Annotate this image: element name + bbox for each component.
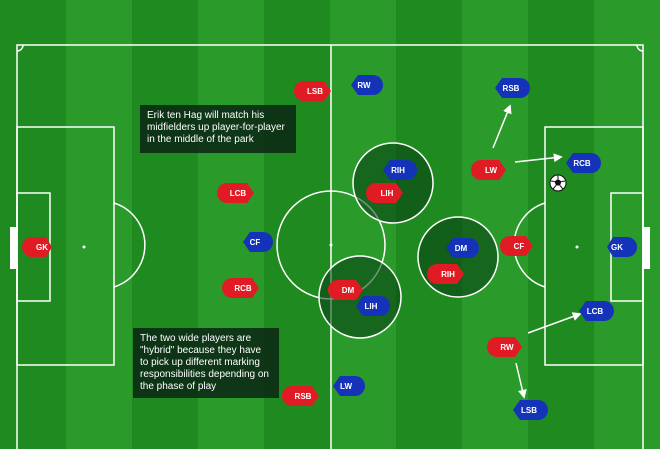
annotation-top: Erik ten Hag will match his midfielders … <box>140 105 296 153</box>
blue-player-gk: GK <box>607 237 637 257</box>
arrow-rw-to-lsb <box>515 362 527 399</box>
blue-player-lcb: LCB <box>579 301 614 321</box>
blue-player-rsb: RSB <box>495 78 530 98</box>
red-label-rcb: RCB <box>234 284 252 293</box>
arrow-lw-to-rcb <box>514 153 563 163</box>
corner-arc-top-right <box>636 44 644 52</box>
pitch-stripe <box>66 0 133 449</box>
right-goal <box>643 227 650 269</box>
blue-player-rcb: RCB <box>566 153 601 173</box>
blue-label-lw: LW <box>340 382 352 391</box>
red-player-lw: LW <box>471 160 506 180</box>
corner-arc-top-left <box>16 44 24 52</box>
arrow-rw-to-lcb <box>527 312 582 334</box>
red-player-lih: LIH <box>366 183 403 203</box>
red-label-cf: CF <box>514 242 525 251</box>
blue-player-cf: CF <box>243 232 273 252</box>
red-label-lih: LIH <box>381 189 394 198</box>
red-player-rih: RIH <box>427 264 464 284</box>
pitch-stripe <box>594 0 660 449</box>
zone-lih-dm <box>318 255 402 339</box>
left-penalty-spot <box>82 245 86 249</box>
blue-label-lcb: LCB <box>587 307 604 316</box>
blue-label-rcb: RCB <box>573 159 591 168</box>
blue-label-cf: CF <box>250 238 261 247</box>
blue-player-lw: LW <box>333 376 365 396</box>
red-player-gk: GK <box>22 237 52 257</box>
arrow-lw-to-rsb <box>492 104 512 149</box>
blue-team: GK RCB LCB RSB LSB RW LW CF RIH DM LIH <box>243 75 637 420</box>
centre-spot <box>329 243 333 247</box>
red-player-lsb: LSB <box>294 81 331 101</box>
blue-label-rih: RIH <box>391 166 405 175</box>
annotation-bottom: The two wide players are "hybrid" becaus… <box>133 328 279 398</box>
red-label-rih: RIH <box>441 270 455 279</box>
red-label-rw: RW <box>500 343 514 352</box>
blue-player-lih: LIH <box>356 296 390 316</box>
red-label-lw: LW <box>485 166 497 175</box>
red-label-lsb: LSB <box>307 87 323 96</box>
red-team: GK LCB RCB LSB RSB LIH DM RIH CF LW RW <box>22 81 533 406</box>
left-penalty-arc <box>113 202 146 288</box>
blue-label-gk: GK <box>611 243 623 252</box>
red-player-rsb: RSB <box>282 386 319 406</box>
red-player-rcb: RCB <box>222 278 259 298</box>
red-player-cf: CF <box>500 236 533 256</box>
football-icon <box>549 174 567 192</box>
red-player-dm: DM <box>328 280 363 300</box>
red-label-dm: DM <box>342 286 355 295</box>
blue-label-rsb: RSB <box>503 84 520 93</box>
red-player-rw: RW <box>487 337 522 357</box>
blue-label-dm: DM <box>455 244 468 253</box>
blue-player-rw: RW <box>351 75 383 95</box>
red-player-lcb: LCB <box>217 183 254 203</box>
pitch-stripe <box>528 0 595 449</box>
right-penalty-spot <box>575 245 579 249</box>
pitch-stripe <box>330 0 397 449</box>
red-label-gk: GK <box>36 243 48 252</box>
blue-label-rw: RW <box>357 81 371 90</box>
blue-label-lsb: LSB <box>521 406 537 415</box>
blue-player-lsb: LSB <box>513 400 548 420</box>
pitch-stripe <box>0 0 67 449</box>
blue-player-rih: RIH <box>383 160 417 180</box>
red-label-lcb: LCB <box>230 189 247 198</box>
red-label-rsb: RSB <box>295 392 312 401</box>
movement-arrows <box>492 104 582 399</box>
blue-player-dm: DM <box>446 238 479 258</box>
blue-label-lih: LIH <box>365 302 378 311</box>
left-goal <box>10 227 17 269</box>
